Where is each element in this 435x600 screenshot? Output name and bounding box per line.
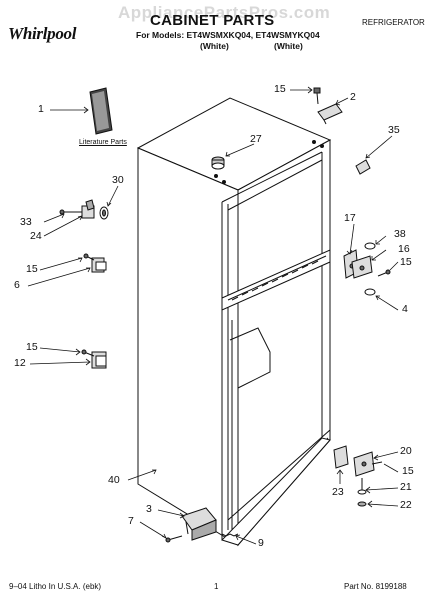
leader-lines: [27, 86, 399, 545]
part-15-screw-icon: [313, 87, 321, 105]
part-21-pin-icon: [357, 478, 367, 495]
callout-16: 16: [398, 243, 410, 255]
whirlpool-logo: Whirlpool: [8, 24, 77, 43]
footer-page-number: 1: [214, 582, 219, 591]
part-15-screw-icon: [377, 269, 391, 277]
callout-6: 6: [14, 279, 20, 291]
callout-35: 35: [388, 124, 400, 136]
part-22-bushing-icon: [357, 501, 367, 507]
part-35-cap-icon: [355, 159, 371, 175]
callout-23: 23: [332, 486, 344, 498]
part-15-screw-icon: [81, 349, 95, 357]
cabinet-shell: [136, 97, 332, 547]
callout-40: 40: [108, 474, 120, 486]
page-title: CABINET PARTS: [150, 12, 275, 29]
part-12-bracket-icon: [91, 351, 107, 369]
callout-33: 33: [20, 216, 32, 228]
callout-15: 15: [274, 83, 286, 95]
callout-15: 15: [402, 465, 414, 477]
callout-20: 20: [400, 445, 412, 457]
part-30-washer-icon: [99, 206, 109, 220]
footer-print-info: 9–04 Litho In U.S.A. (ebk): [9, 582, 102, 591]
part-15-screw-icon: [371, 461, 383, 465]
part-24-hinge-pin-icon: [59, 199, 95, 219]
part-15-screw-icon: [83, 253, 95, 261]
callout-24: 24: [30, 230, 42, 242]
part-2-top-hinge-icon: [317, 103, 343, 125]
callout-22: 22: [400, 499, 412, 511]
part-20-bottom-hinge-icon: [353, 451, 375, 477]
part-7-screw-icon: [165, 535, 183, 543]
part-27-plug-icon: [211, 156, 225, 170]
callout-38: 38: [394, 228, 406, 240]
part-16-hinge-bracket-icon: [351, 255, 373, 279]
part-3-roller-assembly-icon: [181, 507, 217, 541]
callout-9: 9: [258, 537, 264, 549]
callout-1: 1: [38, 103, 44, 115]
part-9-screw-icon: [221, 533, 239, 537]
callout-15: 15: [400, 256, 412, 268]
watermark-text: AppliancePartsPros.com: [118, 3, 331, 22]
callout-15: 15: [26, 341, 38, 353]
callout-30: 30: [112, 174, 124, 186]
callout-3: 3: [146, 503, 152, 515]
callout-2: 2: [350, 91, 356, 103]
callout-4: 4: [402, 303, 408, 315]
models-line: For Models: ET4WSMXKQ04, ET4WSMYKQ04: [136, 30, 320, 40]
callout-21: 21: [400, 481, 412, 493]
callout-17: 17: [344, 212, 356, 224]
footer-part-number: Part No. 8199188: [344, 582, 407, 591]
appliance-type: REFRIGERATOR: [362, 18, 425, 27]
callout-15: 15: [26, 263, 38, 275]
callout-27: 27: [250, 133, 262, 145]
model-color-1: (White): [200, 41, 229, 51]
part-6-bracket-icon: [91, 257, 107, 273]
part-38-washer-icon: [364, 242, 376, 250]
literature-parts-label: Literature Parts: [79, 139, 127, 146]
callout-12: 12: [14, 357, 26, 369]
literature-booklet-icon: [89, 87, 113, 135]
callout-7: 7: [128, 515, 134, 527]
part-23-bottom-bracket-icon: [333, 445, 349, 469]
part-4-washer-icon: [364, 288, 376, 296]
model-color-2: (White): [274, 41, 303, 51]
